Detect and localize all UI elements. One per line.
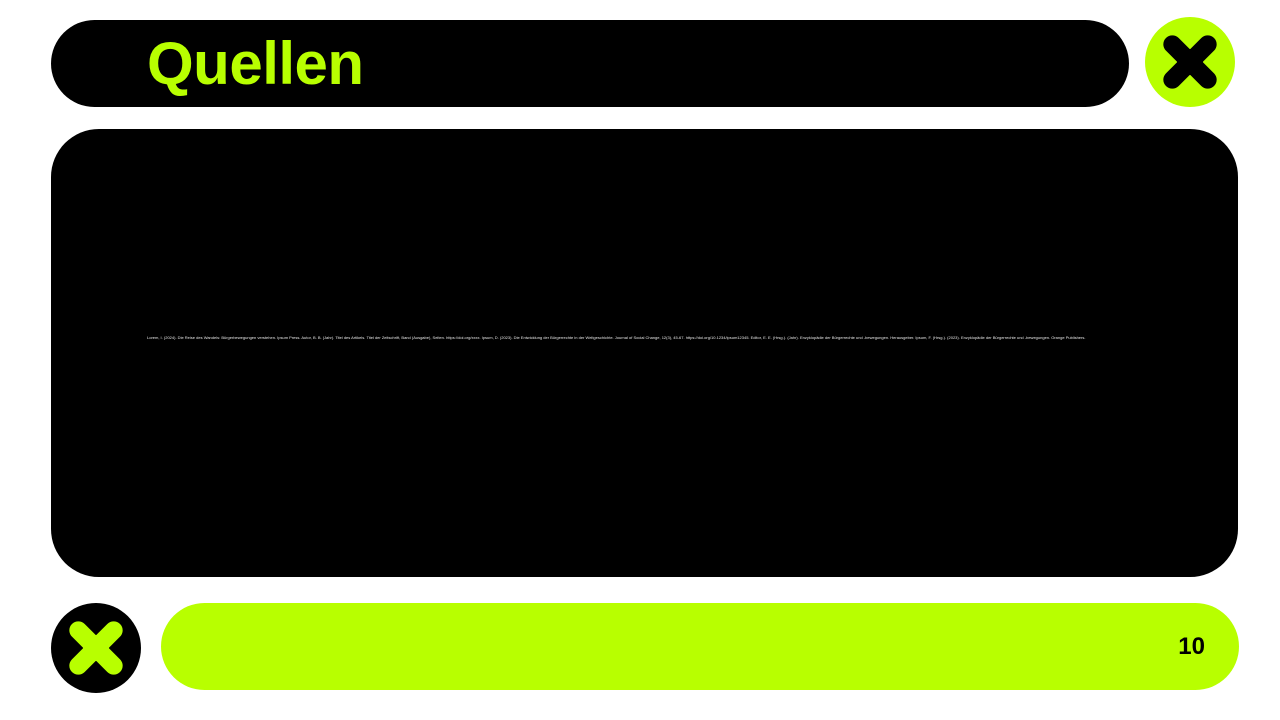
x-logo-icon: [51, 603, 141, 693]
footer-bar: 10: [161, 603, 1239, 690]
slide-title: Quellen: [147, 30, 364, 97]
content-panel: Lorem, I. (2024). Die Reise des Wandels:…: [51, 129, 1238, 577]
references-text: Lorem, I. (2024). Die Reise des Wandels:…: [147, 335, 1086, 340]
x-logo-icon: [1145, 17, 1235, 107]
title-bar: Quellen: [51, 20, 1129, 107]
page-number: 10: [1178, 633, 1205, 660]
